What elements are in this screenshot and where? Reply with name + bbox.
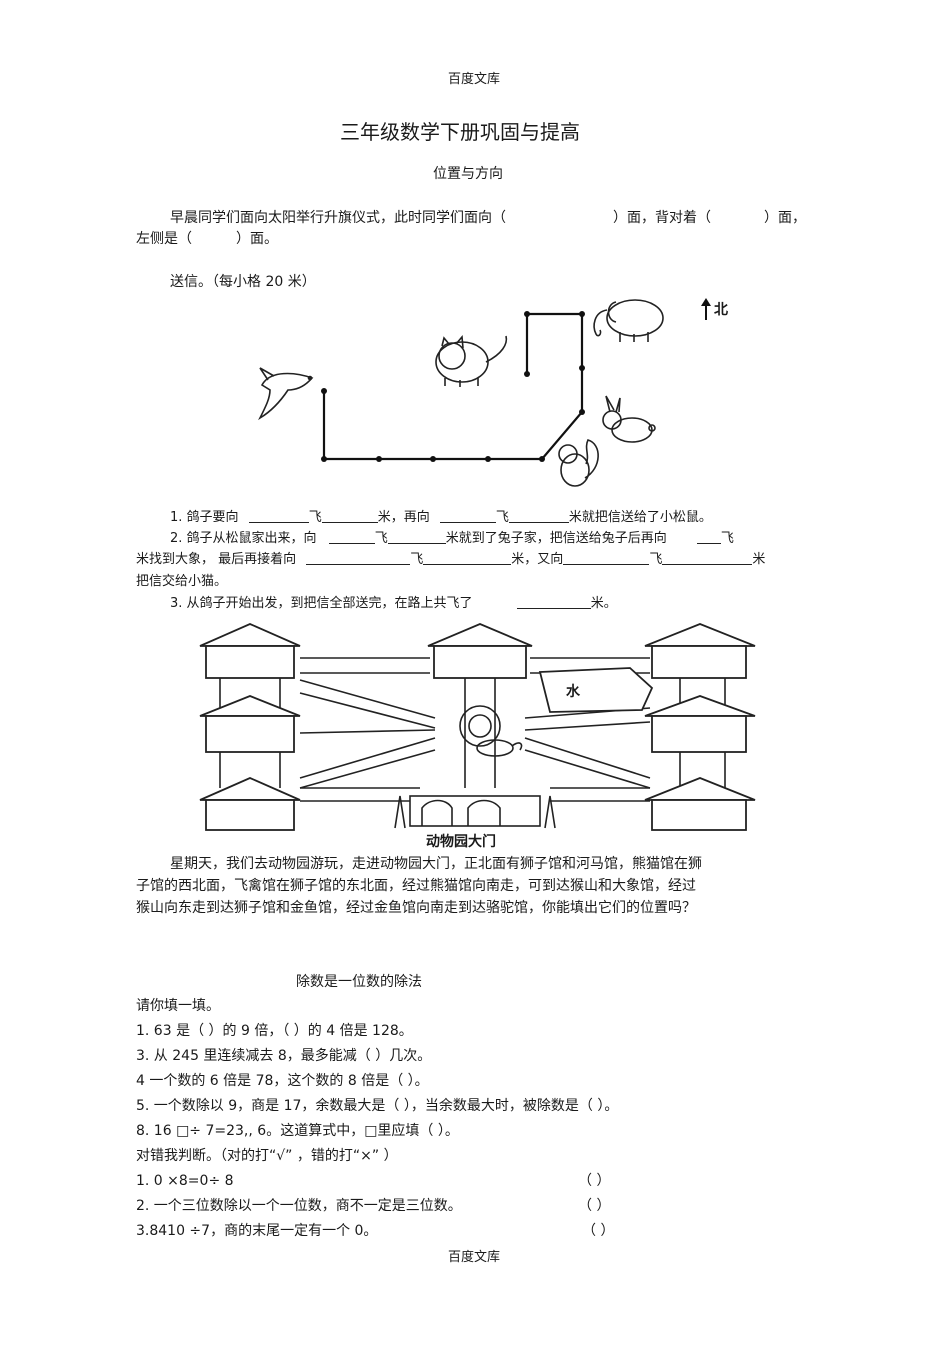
sub-q2-line1: 2. 鸽子从松鼠家出来，向 飞 米就到了兔子家，把信送给兔子后再向 飞 bbox=[170, 529, 734, 549]
north-arrow-icon bbox=[701, 298, 711, 320]
page-title: 三年级数学下册巩固与提高 bbox=[340, 120, 580, 144]
rabbit-icon bbox=[602, 395, 656, 443]
water-label: 水 bbox=[566, 684, 580, 700]
sub-q2-text-c: 米就到了兔子家，把信送给兔子后再向 bbox=[445, 531, 667, 546]
sub-q2-text-f: 飞 bbox=[410, 552, 424, 567]
sub-q2-text-a: 2. 鸽子从松鼠家出来，向 bbox=[170, 531, 317, 546]
answer-blank[interactable] bbox=[248, 508, 309, 523]
sub-q1-text-a: 1. 鸽子要向 bbox=[170, 510, 239, 525]
answer-blank[interactable] bbox=[423, 550, 512, 565]
answer-blank[interactable] bbox=[662, 550, 753, 565]
q1-line2-b: ）面。 bbox=[236, 231, 278, 247]
page-header: 百度文库 bbox=[448, 72, 501, 87]
sub-q2-line3: 把信交给小猫。 bbox=[136, 574, 228, 589]
page-footer: 百度文库 bbox=[448, 1250, 501, 1265]
answer-blank[interactable] bbox=[508, 508, 569, 523]
sub-q1-text-c: 米，再向 bbox=[377, 510, 430, 525]
fill-intro: 请你填一填。 bbox=[136, 998, 220, 1014]
zoo-paragraph-line1: 星期天，我们去动物园游玩，走进动物园大门，正北面有狮子馆和河马馆，熊猫馆在狮 bbox=[170, 856, 702, 872]
fill-q8: 8. 16 □÷ 7=23,, 6。这道算式中，□里应填（ ）。 bbox=[136, 1123, 459, 1139]
zoo-gate-icon bbox=[394, 795, 556, 829]
q1-line1-b: ）面，背对着（ bbox=[613, 210, 711, 226]
squirrel-icon bbox=[558, 439, 599, 487]
answer-blank[interactable] bbox=[439, 508, 496, 523]
section-heading-position: 位置与方向 bbox=[433, 166, 503, 182]
fill-q3: 3. 从 245 里连续减去 8，最多能减（ ）几次。 bbox=[136, 1048, 432, 1064]
cat-icon bbox=[435, 335, 508, 387]
fill-q5: 5. 一个数除以 9，商是 17，余数最大是（ ），当余数最大时，被除数是（ ）… bbox=[136, 1098, 619, 1114]
answer-blank[interactable] bbox=[563, 550, 650, 565]
lion-icon bbox=[459, 705, 523, 757]
answer-blank[interactable] bbox=[321, 508, 378, 523]
answer-blank[interactable] bbox=[328, 529, 375, 544]
q2-intro: 送信。（每小格 20 米） bbox=[170, 274, 316, 290]
route-diagram bbox=[258, 298, 711, 487]
grid-dots bbox=[321, 311, 585, 462]
zoo-map bbox=[199, 623, 756, 831]
judge-q3-bracket[interactable]: （ ） bbox=[582, 1223, 615, 1239]
north-label: 北 bbox=[714, 302, 728, 318]
fill-q4: 4 一个数的 6 倍是 78，这个数的 8 倍是（ ）。 bbox=[136, 1073, 429, 1089]
sub-q2-text-i: 米 bbox=[752, 552, 766, 567]
sub-q1-text-e: 米就把信送给了小松鼠。 bbox=[568, 510, 712, 525]
sub-q2-text-h: 飞 bbox=[649, 552, 663, 567]
sub-q1-text-d: 飞 bbox=[495, 510, 509, 525]
water-pond bbox=[538, 667, 654, 713]
answer-blank[interactable] bbox=[516, 594, 591, 609]
judge-q1-bracket[interactable]: （ ） bbox=[578, 1173, 611, 1189]
judge-q3: 3.8410 ÷7，商的末尾一定有一个 0。 bbox=[136, 1223, 378, 1239]
sub-q2-text-b: 飞 bbox=[374, 531, 388, 546]
sub-q2-text-e: 米找到大象， 最后再接着向 bbox=[136, 552, 297, 567]
sub-q1-text-b: 飞 bbox=[308, 510, 322, 525]
sub-q2-text-d: 飞 bbox=[720, 531, 734, 546]
sub-q3-line: 3. 从鸽子开始出发，到把信全部送完，在路上共飞了 米。 bbox=[170, 594, 617, 614]
q1-line2-a: 左侧是（ bbox=[136, 231, 192, 247]
q1-line1-a: 早晨同学们面向太阳举行升旗仪式，此时同学们面向（ bbox=[170, 210, 506, 226]
fill-q1: 1. 63 是（ ）的 9 倍，（ ）的 4 倍是 128。 bbox=[136, 1023, 413, 1039]
q1-line1-c: ）面， bbox=[764, 210, 806, 226]
sub-q3-text-b: 米。 bbox=[590, 596, 617, 611]
zoo-paragraph-line3: 猴山向东走到达狮子馆和金鱼馆，经过金鱼馆向南走到达骆驼馆，你能填出它们的位置吗？ bbox=[136, 900, 696, 916]
sub-q1-line: 1. 鸽子要向 飞 米，再向 飞 米就把信送给了小松鼠。 bbox=[170, 508, 712, 528]
zoo-paragraph-line2: 子馆的西北面，飞禽馆在狮子馆的东北面，经过熊猫馆向南走，可到达猴山和大象馆，经过 bbox=[136, 878, 696, 894]
pigeon-icon bbox=[258, 367, 314, 421]
answer-blank[interactable] bbox=[387, 529, 446, 544]
zoo-gate-label: 动物园大门 bbox=[424, 832, 498, 853]
section-heading-division: 除数是一位数的除法 bbox=[296, 974, 422, 990]
sub-q3-text-a: 3. 从鸽子开始出发，到把信全部送完，在路上共飞了 bbox=[170, 596, 473, 611]
elephant-icon bbox=[593, 299, 664, 342]
sub-q2-line2: 米找到大象， 最后再接着向 飞 米，又向 飞 米 bbox=[136, 550, 765, 570]
judge-intro: 对错我判断。（对的打“√” ，错的打“×” ） bbox=[136, 1148, 398, 1164]
buildings bbox=[199, 623, 756, 831]
sub-q2-text-g: 米，又向 bbox=[511, 552, 564, 567]
answer-blank[interactable] bbox=[696, 529, 721, 544]
judge-q2: 2. 一个三位数除以一个一位数，商不一定是三位数。 bbox=[136, 1198, 462, 1214]
judge-q1: 1. 0 ×8=0÷ 8 bbox=[136, 1173, 234, 1189]
answer-blank[interactable] bbox=[306, 550, 411, 565]
judge-q2-bracket[interactable]: （ ） bbox=[578, 1198, 611, 1214]
